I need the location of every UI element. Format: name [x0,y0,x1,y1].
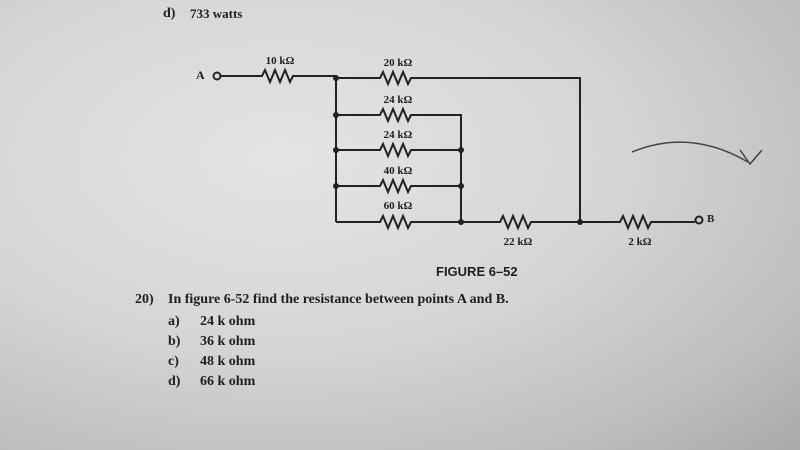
option-c-letter: c) [168,354,179,369]
prev-option-letter: d) [163,6,176,21]
label-40k: 40 kΩ [383,165,413,177]
terminal-a-node [212,71,222,81]
label-20k: 20 kΩ [383,57,413,69]
question-number: 20) [135,292,154,307]
label-10k: 10 kΩ [265,55,295,67]
label-24k-a: 24 kΩ [383,94,413,106]
option-c-text: 48 k ohm [200,354,256,369]
option-d-text: 66 k ohm [200,374,256,389]
option-b-text: 36 k ohm [200,334,256,349]
figure-caption: FIGURE 6–52 [436,264,518,279]
terminal-a-label: A [196,68,205,82]
option-b-letter: b) [168,334,181,349]
label-24k-b: 24 kΩ [383,129,413,141]
resistor-10k [221,67,336,85]
resistor-60k [336,213,461,231]
option-a-letter: a) [168,314,180,329]
resistor-20k [336,69,581,222]
label-2k: 2 kΩ [628,236,652,248]
resistor-22k-2k [461,213,695,231]
prev-option-text: 733 watts [190,6,243,21]
option-a-text: 24 k ohm [200,314,256,329]
label-22k: 22 kΩ [503,236,533,248]
terminal-b-node [694,215,704,225]
terminal-b-label: B [707,213,715,225]
resistor-24k-b [336,141,461,159]
resistor-40k [336,177,461,195]
question-text: In figure 6-52 find the resistance betwe… [168,292,509,307]
option-d-letter: d) [168,374,181,389]
handwritten-arrow [631,141,749,163]
resistor-24k-a [336,106,462,222]
label-60k: 60 kΩ [383,200,413,212]
